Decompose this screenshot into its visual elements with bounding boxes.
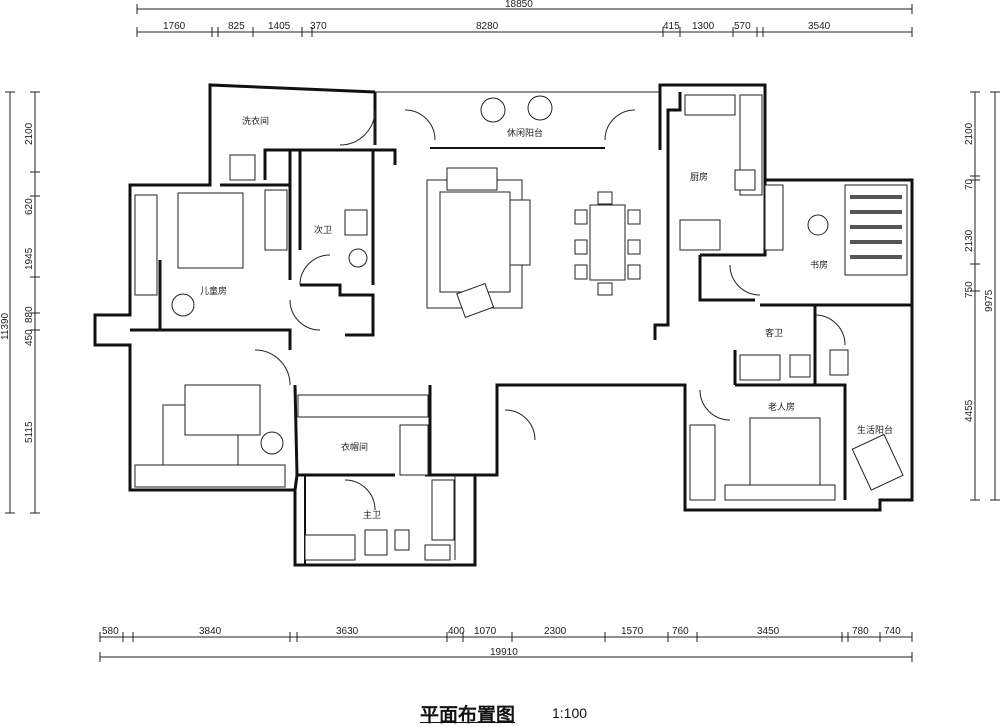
doors [254,109,846,511]
dim-left: 450 [24,329,35,346]
dim-bottom: 3450 [757,626,780,637]
stove [734,169,756,191]
bathtub [431,479,455,541]
dim-top: 1760 [163,21,186,32]
dim-left: 5115 [24,421,35,443]
dining-table [589,204,626,281]
wardrobe [297,394,429,418]
room-label-balcony: 休闲阳台 [507,127,543,139]
room-label-guest-bath: 客卫 [765,327,783,339]
room-label-kitchen: 厨房 [690,171,708,183]
dim-bottom: 1070 [474,626,497,637]
dim-bottom: 400 [448,626,465,637]
dim-right: 750 [964,281,975,298]
room-label-elder-room: 老人房 [768,401,795,413]
dim-top-total: 18850 [505,0,533,10]
dim-bottom: 780 [852,626,869,637]
dim-right: 2100 [964,122,975,145]
dim-top: 370 [310,21,327,32]
dim-bottom: 580 [102,626,119,637]
dim-top: 1405 [268,21,291,32]
dim-bottom: 2300 [544,626,567,637]
room-label-kids-room: 儿童房 [200,285,227,297]
furniture [134,94,908,561]
sofa [446,167,498,191]
drawing-title: 平面布置图 [420,704,516,726]
dim-left-total: 11390 [0,312,11,340]
room-label-study: 书房 [810,259,828,271]
kids-bed [177,192,244,269]
dim-bottom: 1570 [621,626,644,637]
dim-bottom: 760 [672,626,689,637]
dimension-lines [5,4,1000,662]
dim-left: 620 [24,198,35,215]
vanity [304,534,356,561]
armchair [456,282,495,318]
dim-left: 2100 [24,122,35,145]
dim-right: 70 [964,178,975,190]
dim-bottom-total: 19910 [490,647,518,658]
side-sofa [509,199,531,266]
room-label-laundry: 洗衣间 [242,115,269,127]
dim-bottom: 740 [884,626,901,637]
dim-bottom: 3630 [336,626,359,637]
dim-right-total: 9975 [984,289,995,312]
dim-bottom: 3840 [199,626,222,637]
room-label-second-bath: 次卫 [314,224,332,236]
dim-left: 1945 [24,247,35,270]
dim-top: 3540 [808,21,831,32]
dim-top: 1300 [692,21,715,32]
coffee-area [439,191,511,293]
dim-top: 570 [734,21,751,32]
dim-top: 415 [663,21,680,32]
fridge [679,219,721,251]
drawing-scale: 1:100 [552,705,588,721]
dim-left: 880 [24,306,35,323]
dim-right: 4455 [964,399,975,422]
dim-top: 8280 [476,21,499,32]
room-label-service-balcony: 生活阳台 [857,424,893,436]
walls [93,83,914,567]
study-shelf [844,184,908,276]
room-label-closet: 衣帽间 [341,441,368,453]
dim-top: 825 [228,21,245,32]
room-label-master-bath: 主卫 [363,509,381,521]
dim-right: 2130 [964,229,975,252]
